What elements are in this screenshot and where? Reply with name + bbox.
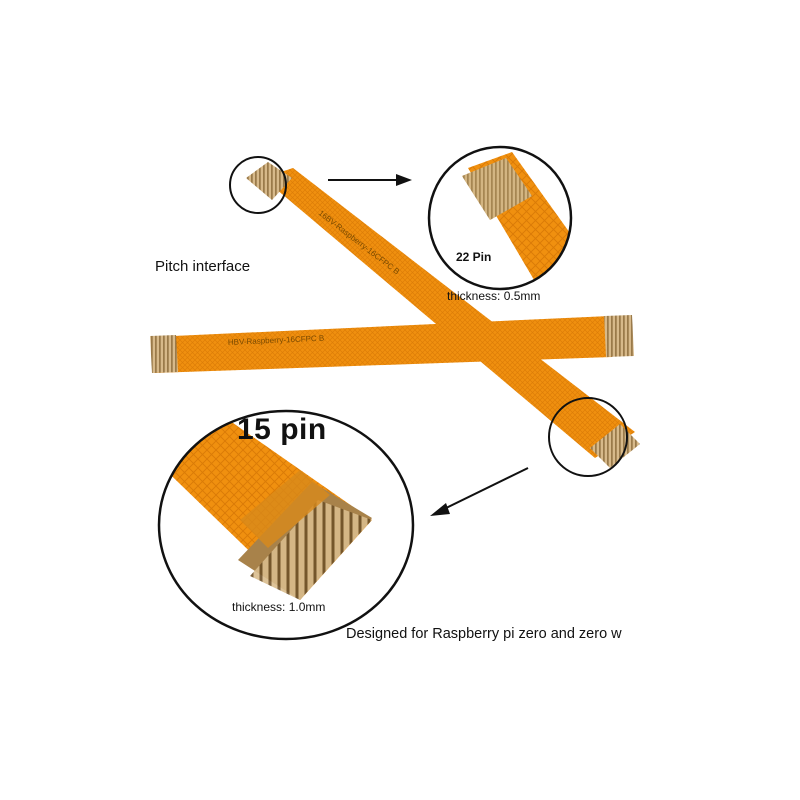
horizontal-ribbon-cable: HBV-Raspberry-16CFPC B (150, 315, 634, 373)
horizontal-cable-right-contacts (604, 315, 634, 357)
diagonal-cable-top-contacts (246, 162, 292, 200)
magnified-22pin-view (427, 145, 573, 291)
thickness-10-label: thickness: 1.0mm (232, 600, 326, 614)
designed-for-label: Designed for Raspberry pi zero and zero … (346, 626, 622, 642)
pin22-label: 22 Pin (456, 250, 492, 264)
horizontal-cable-left-contacts (150, 335, 178, 373)
pitch-interface-label: Pitch interface (155, 258, 251, 275)
horizontal-cable-print: HBV-Raspberry-16CFPC B (228, 334, 325, 347)
bottom-connector-circle (548, 397, 628, 477)
pin15-label: 15 pin (237, 413, 327, 446)
thickness-05-label: thickness: 0.5mm (447, 289, 541, 303)
arrow-right-icon (328, 174, 412, 186)
magnified-15pin-view (157, 409, 415, 641)
arrow-down-left-icon (430, 467, 529, 516)
top-connector-circle (229, 156, 287, 214)
